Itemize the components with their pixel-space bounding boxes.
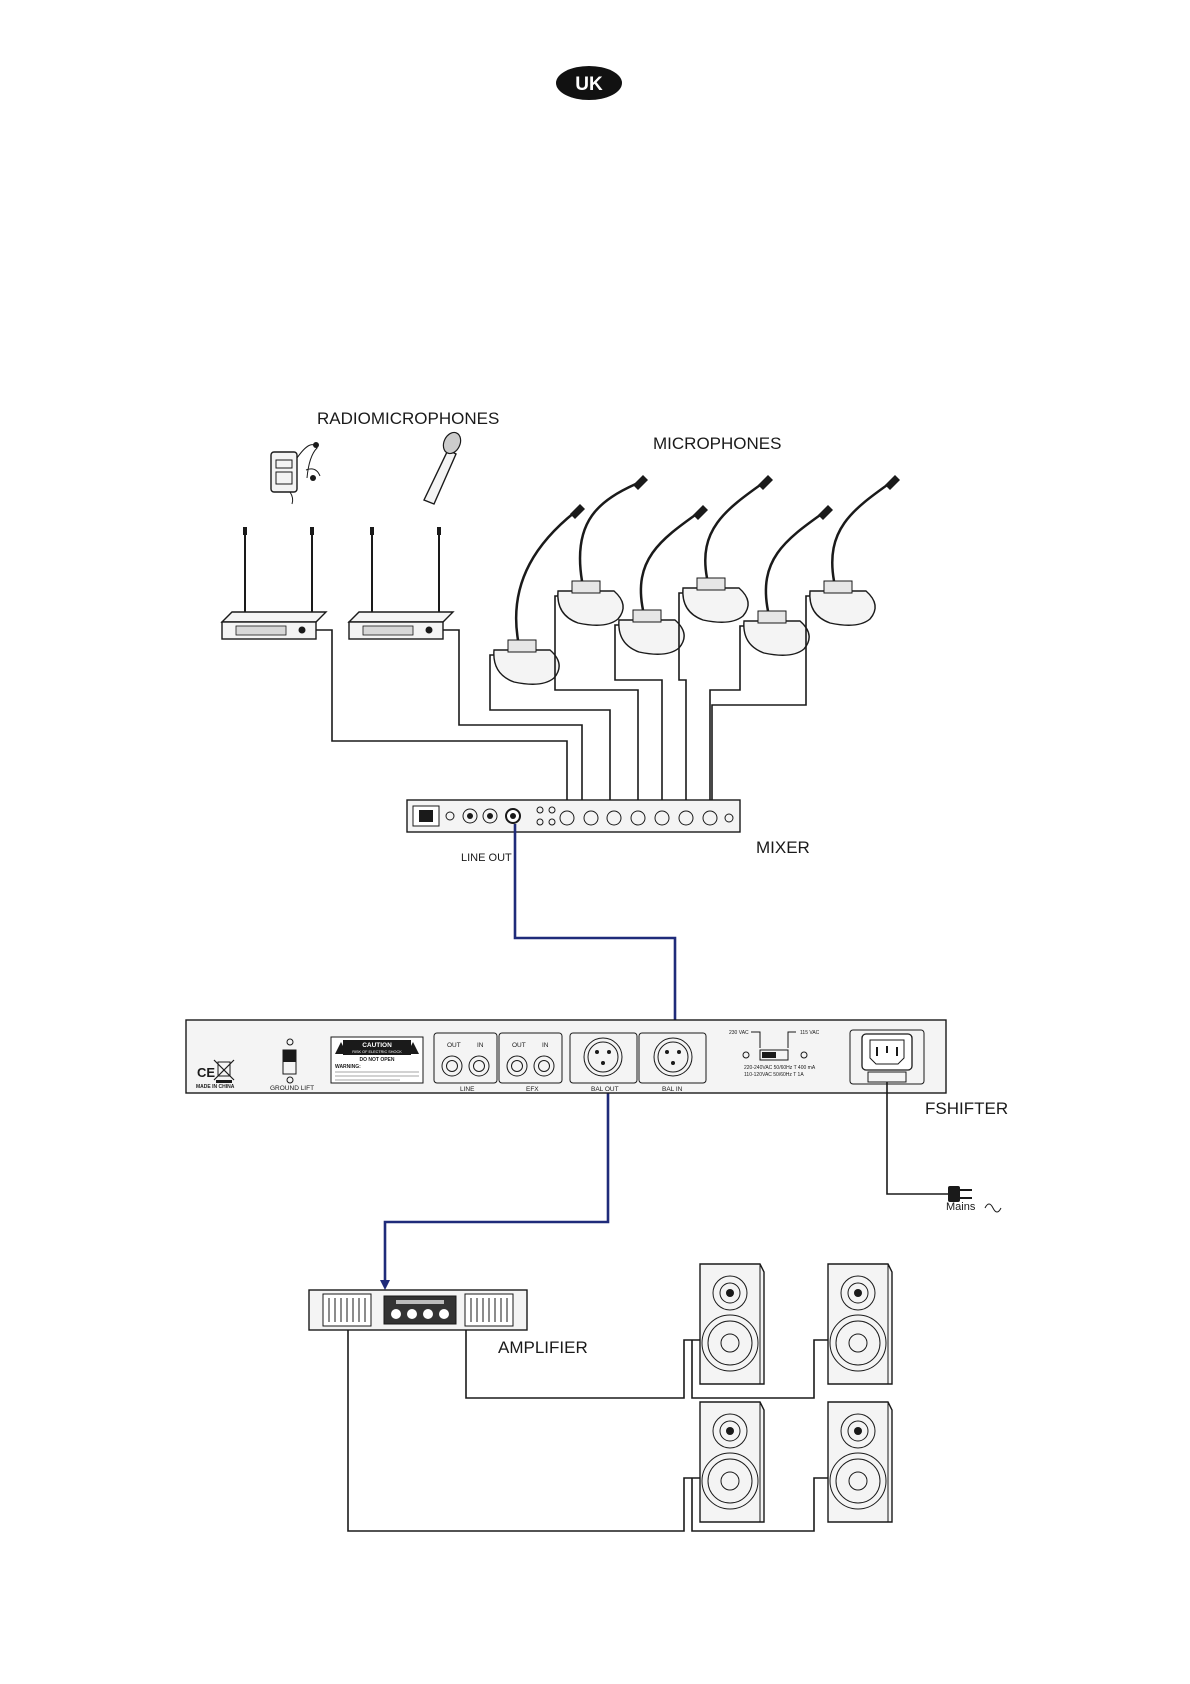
- fshifter-rear-panel: CE MADE IN CHINA GROUND LIFT CAUTION RIS…: [186, 1020, 946, 1093]
- line-out-jack-label: OUT: [447, 1042, 461, 1049]
- bal-in-label: BAL IN: [662, 1086, 683, 1093]
- efx-in-jack-label: IN: [542, 1042, 549, 1049]
- label-230vac: 230 VAC: [729, 1030, 749, 1036]
- label-fshifter: FSHIFTER: [925, 1099, 1008, 1118]
- warning-text: WARNING:: [335, 1064, 361, 1070]
- uk-badge: UK: [556, 66, 622, 100]
- speaker-1-icon: [700, 1264, 764, 1384]
- label-line-out: LINE OUT: [461, 852, 512, 864]
- line-section-label: LINE: [460, 1086, 475, 1093]
- speaker-2-icon: [828, 1264, 892, 1384]
- caution-label: CAUTION RISK OF ELECTRIC SHOCK DO NOT OP…: [331, 1037, 423, 1083]
- rating-line-2: 110-120VAC 50/60Hz T 1A: [744, 1072, 804, 1078]
- caution-text: CAUTION: [362, 1042, 392, 1049]
- line-in-jack-label: IN: [477, 1042, 484, 1049]
- label-amplifier: AMPLIFIER: [498, 1338, 588, 1357]
- speaker-4-icon: [828, 1402, 892, 1522]
- label-microphones: MICROPHONES: [653, 434, 781, 453]
- speaker-3-icon: [700, 1402, 764, 1522]
- mixer-rear-panel: [407, 800, 740, 832]
- ground-lift-label: GROUND LIFT: [270, 1085, 314, 1092]
- do-not-open: DO NOT OPEN: [359, 1057, 394, 1063]
- efx-out-jack-label: OUT: [512, 1042, 526, 1049]
- efx-section-label: EFX: [526, 1086, 539, 1093]
- rating-line-1: 220-240VAC 50/60Hz T 400 mA: [744, 1065, 816, 1071]
- caution-subtext: RISK OF ELECTRIC SHOCK: [352, 1050, 402, 1054]
- label-115vac: 115 VAC: [800, 1030, 820, 1036]
- label-mains: Mains: [946, 1201, 976, 1213]
- label-radiomicrophones: RADIOMICROPHONES: [317, 409, 499, 428]
- label-mixer: MIXER: [756, 838, 810, 857]
- bal-out-label: BAL OUT: [591, 1086, 619, 1093]
- amplifier-front-panel: [309, 1290, 527, 1330]
- uk-badge-label: UK: [575, 74, 603, 95]
- ce-mark: CE: [197, 1065, 215, 1080]
- made-in-china: MADE IN CHINA: [196, 1084, 235, 1090]
